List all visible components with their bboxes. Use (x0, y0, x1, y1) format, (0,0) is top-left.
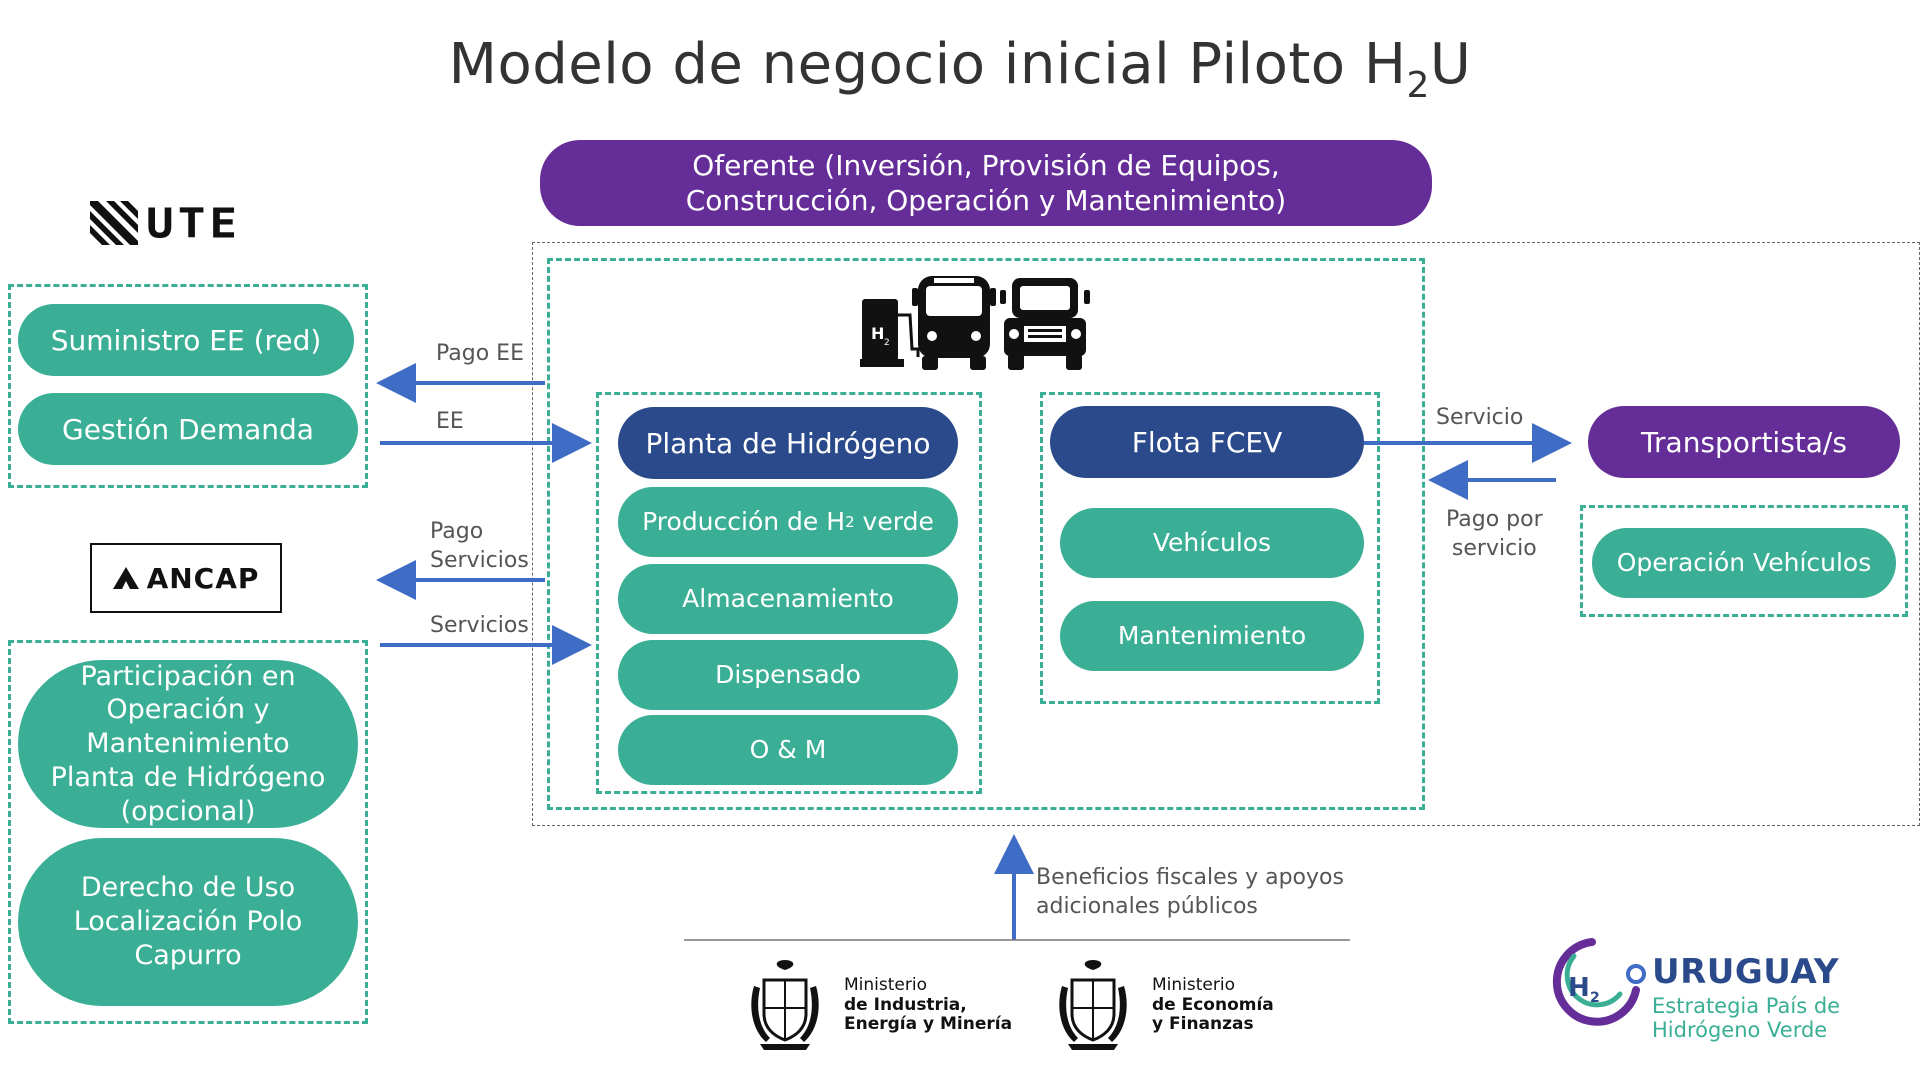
label-pago-servicios-line: Pago (430, 519, 484, 544)
ute-wordmark: UTE (146, 198, 242, 248)
participacion-line: Operación y (106, 694, 270, 726)
h2-uruguay-wordmark: URUGUAY (1652, 952, 1840, 992)
gestion-demanda-pill: Gestión Demanda (18, 393, 358, 465)
planta-header-pill: Planta de Hidrógeno (618, 407, 958, 479)
derecho-uso-pill: Derecho de Uso Localización Polo Capurro (18, 838, 358, 1006)
flota-header-pill: Flota FCEV (1050, 406, 1364, 478)
almacenamiento-pill: Almacenamiento (618, 564, 958, 634)
oym-pill: O & M (618, 715, 958, 785)
mef-line: Ministerio (1152, 975, 1235, 995)
label-pago-por-line: Pago por (1446, 507, 1543, 532)
svg-text:H: H (871, 324, 884, 343)
label-pago-ee: Pago EE (436, 341, 524, 366)
svg-text:2: 2 (884, 338, 890, 348)
mef-line: y Finanzas (1152, 1014, 1254, 1035)
ute-stripes-icon (90, 201, 138, 245)
flota-box (1040, 392, 1380, 704)
derecho-line: Capurro (134, 939, 242, 971)
ancap-logo: ANCAP (90, 543, 282, 613)
mantenimiento-pill: Mantenimiento (1060, 601, 1364, 671)
label-servicio: Servicio (1436, 405, 1524, 430)
dispensado-pill: Dispensado (618, 640, 958, 710)
h2-uruguay-tagline: Estrategia País de Hidrógeno Verde (1652, 994, 1840, 1042)
label-pago-por-servicio: Pago por servicio (1446, 506, 1543, 563)
oferente-line-1: Oferente (Inversión, Provisión de Equipo… (692, 149, 1280, 182)
label-pago-servicios: Pago Servicios (430, 518, 529, 575)
ancap-wordmark: ANCAP (146, 561, 260, 595)
label-servicios: Servicios (430, 613, 529, 638)
miem-line: de Industria, (844, 994, 967, 1015)
produccion-label: Producción de H (642, 507, 846, 537)
label-beneficios-line: adicionales públicos (1036, 893, 1258, 919)
participacion-line: Participación en (80, 660, 296, 692)
oferente-pill: Oferente (Inversión, Provisión de Equipo… (540, 140, 1432, 226)
planta-box (596, 392, 982, 794)
svg-text:2: 2 (1590, 990, 1600, 1006)
h2-tagline-line: Hidrógeno Verde (1652, 1018, 1828, 1043)
ute-box (8, 284, 368, 488)
coat-of-arms-icon (1059, 960, 1127, 1050)
label-beneficios: Beneficios fiscales y apoyos adicionales… (1036, 864, 1344, 921)
miem-line: Energía y Minería (844, 1014, 1013, 1035)
miem-line: Ministerio (844, 975, 927, 995)
mef-text: Ministerio de Economía y Finanzas (1152, 975, 1274, 1035)
ancap-box (8, 640, 368, 1024)
bus-icon (912, 276, 996, 370)
coat-of-arms-icon (751, 960, 819, 1050)
produccion-sub: 2 (845, 512, 855, 531)
derecho-line: Derecho de Uso (80, 872, 296, 904)
vehiculos-pill: Vehículos (1060, 508, 1364, 578)
ancap-triangle-icon (112, 567, 139, 589)
participacion-line: Mantenimiento (86, 728, 290, 760)
page-title: Modelo de negocio inicial Piloto H2U (448, 32, 1472, 106)
label-ee: EE (436, 409, 464, 434)
participacion-line: Planta de Hidrógeno (50, 761, 326, 793)
h2-tagline-line: Estrategia País de (1652, 994, 1841, 1018)
produccion-label-tail: verde (854, 507, 934, 537)
ute-logo: UTE (90, 198, 290, 248)
mef-line: de Economía (1152, 994, 1274, 1015)
suministro-ee-pill: Suministro EE (red) (18, 304, 354, 376)
derecho-line: Localización Polo (73, 906, 303, 938)
operacion-vehiculos-pill: Operación Vehículos (1592, 528, 1896, 598)
participacion-line: (opcional) (120, 795, 256, 827)
oferente-line-2: Construcción, Operación y Mantenimiento) (685, 184, 1287, 217)
transportista-pill: Transportista/s (1588, 406, 1900, 478)
h2-pump-icon: H 2 (860, 299, 920, 367)
svg-text:H: H (1568, 973, 1590, 1003)
miem-text: Ministerio de Industria, Energía y Miner… (844, 975, 1013, 1035)
label-pago-por-line: servicio (1451, 535, 1537, 561)
pilot-inner-box (547, 258, 1425, 810)
h2-uruguay-logo-icon: H 2 (1552, 938, 1646, 1026)
label-pago-servicios-line: Servicios (430, 547, 529, 573)
transportista-box (1580, 505, 1908, 617)
label-beneficios-line: Beneficios fiscales y apoyos (1036, 865, 1344, 890)
truck-icon (1000, 278, 1090, 370)
participacion-pill: Participación en Operación y Mantenimien… (18, 660, 358, 828)
